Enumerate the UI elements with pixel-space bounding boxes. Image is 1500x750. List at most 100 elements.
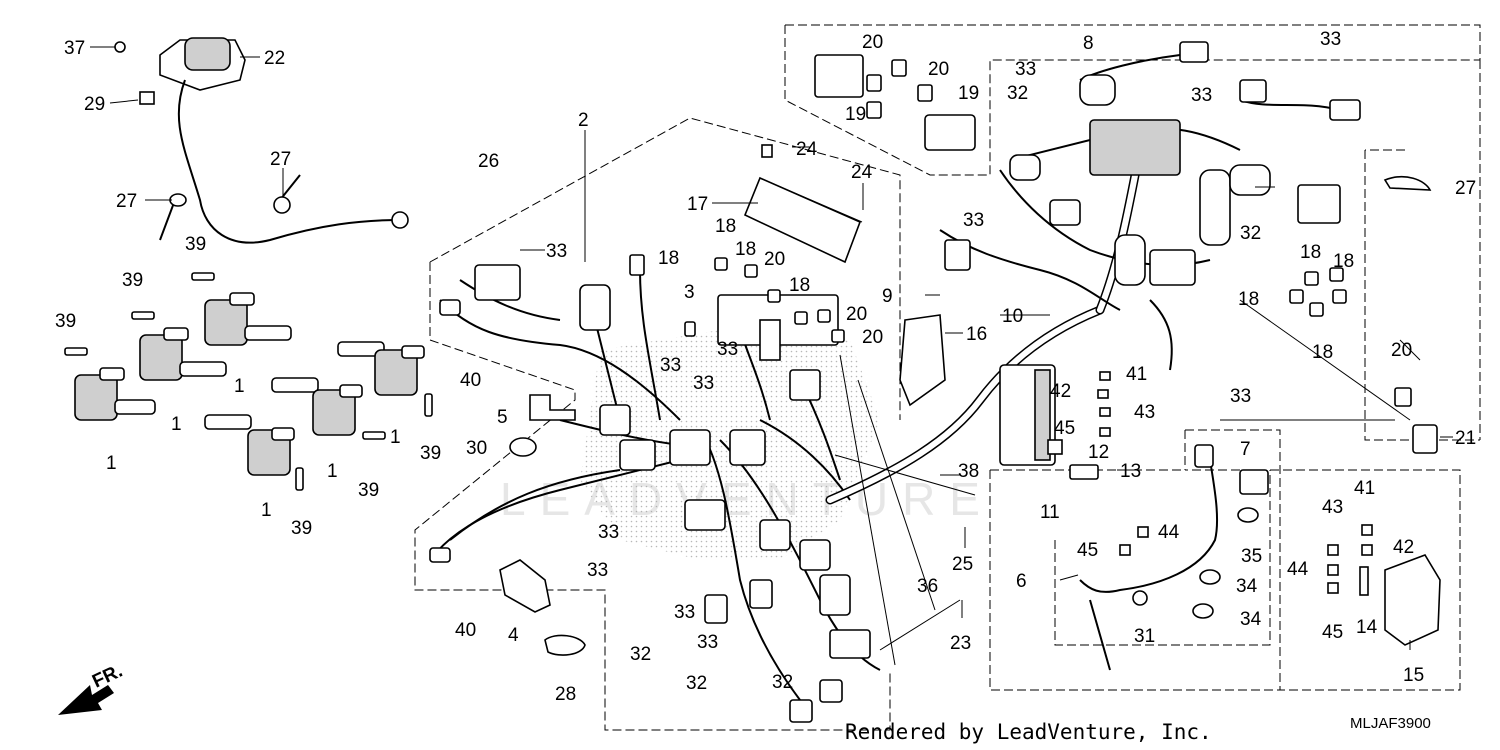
callout-23: 23 [950, 633, 971, 654]
callout-7: 7 [1240, 439, 1251, 460]
callout-5: 5 [497, 407, 508, 428]
callout-4: 4 [508, 625, 519, 646]
callout-33: 33 [693, 373, 714, 394]
credit-text: Rendered by LeadVenture, Inc. [845, 720, 1212, 744]
callout-33: 33 [598, 522, 619, 543]
callout-32: 32 [772, 672, 793, 693]
callout-18: 18 [789, 275, 810, 296]
callout-18: 18 [715, 216, 736, 237]
group-box-battery [989, 429, 1461, 691]
callout-labels: 37 22 29 27 27 39 39 39 1 1 1 1 1 1 39 3… [55, 29, 1476, 705]
callout-24: 24 [851, 162, 873, 183]
arrow-icon [58, 685, 114, 715]
callout-37: 37 [64, 38, 85, 59]
callout-41: 41 [1126, 364, 1147, 385]
bolt-39-group [64, 272, 433, 491]
callout-33: 33 [1191, 85, 1212, 106]
callout-33: 33 [1015, 59, 1036, 80]
callout-41: 41 [1354, 478, 1375, 499]
cable-ties-27 [159, 174, 301, 241]
callout-33: 33 [674, 602, 695, 623]
group-box-6 [1054, 470, 1271, 646]
callout-35: 35 [1241, 546, 1262, 567]
callout-44: 44 [1287, 559, 1309, 580]
relay-right-group [1289, 175, 1438, 454]
callout-20: 20 [862, 32, 883, 53]
callout-33: 33 [546, 241, 567, 262]
callout-1: 1 [171, 414, 182, 435]
sensor-22 [114, 37, 409, 244]
callout-39: 39 [291, 518, 312, 539]
battery-cable-6 [1079, 444, 1269, 671]
callout-2: 2 [578, 110, 589, 131]
callout-27: 27 [270, 149, 291, 170]
callout-39: 39 [358, 480, 379, 501]
module-15 [1359, 554, 1441, 646]
callout-18: 18 [658, 248, 679, 269]
callout-22: 22 [264, 48, 285, 69]
callout-36: 36 [917, 576, 938, 597]
callout-33: 33 [660, 355, 681, 376]
bracket-parts [499, 394, 586, 656]
callout-45: 45 [1322, 622, 1343, 643]
callout-33: 33 [1230, 386, 1251, 407]
callout-32: 32 [686, 673, 707, 694]
callout-17: 17 [687, 194, 708, 215]
callout-33: 33 [1320, 29, 1341, 50]
callout-39: 39 [55, 311, 76, 332]
callout-18: 18 [735, 239, 756, 260]
callout-29: 29 [84, 94, 105, 115]
callout-32: 32 [1007, 83, 1028, 104]
callout-1: 1 [261, 500, 272, 521]
callout-15: 15 [1403, 665, 1424, 686]
ignition-coil-f [337, 341, 425, 396]
ignition-coil-c [204, 292, 292, 346]
callout-45: 45 [1054, 418, 1075, 439]
cover-16 [899, 314, 946, 407]
callout-1: 1 [106, 453, 117, 474]
callout-3: 3 [684, 282, 695, 303]
ignition-coil-e [271, 377, 363, 436]
callout-40: 40 [455, 620, 476, 641]
ecu-module [999, 364, 1056, 466]
group-box-right [1364, 60, 1481, 441]
group-box-relays [784, 24, 1481, 176]
ignition-coil-group [74, 292, 425, 476]
callout-12: 12 [1088, 442, 1109, 463]
callout-14: 14 [1356, 617, 1378, 638]
callout-28: 28 [555, 684, 576, 705]
callout-1: 1 [390, 427, 401, 448]
callout-11: 11 [1040, 502, 1060, 523]
callout-18: 18 [1333, 251, 1354, 272]
callout-44: 44 [1158, 522, 1180, 543]
callout-18: 18 [1300, 242, 1321, 263]
callout-1: 1 [327, 461, 338, 482]
callout-34: 34 [1236, 576, 1258, 597]
relay-box-parts [761, 54, 976, 158]
callout-6: 6 [1016, 571, 1027, 592]
callout-25: 25 [952, 554, 973, 575]
callout-19: 19 [845, 104, 866, 125]
callout-18: 18 [1312, 342, 1333, 363]
callout-20: 20 [928, 59, 949, 80]
direction-label: FR. [89, 661, 126, 693]
callout-33: 33 [587, 560, 608, 581]
small-fuses [1047, 371, 1373, 594]
callout-38: 38 [958, 461, 979, 482]
callout-39: 39 [420, 443, 441, 464]
callout-32: 32 [630, 644, 651, 665]
callout-20: 20 [1391, 340, 1412, 361]
callout-33: 33 [697, 632, 718, 653]
callout-20: 20 [846, 304, 867, 325]
callout-20: 20 [764, 249, 785, 270]
callout-10: 10 [1002, 306, 1023, 327]
callout-33: 33 [717, 339, 738, 360]
main-wire-harness [429, 254, 881, 723]
ignition-coil-d [204, 414, 295, 476]
callout-21: 21 [1455, 428, 1476, 449]
callout-26: 26 [478, 151, 499, 172]
cover-17 [743, 176, 863, 264]
callout-43: 43 [1322, 497, 1343, 518]
callout-9: 9 [882, 286, 893, 307]
callout-20: 20 [862, 327, 883, 348]
